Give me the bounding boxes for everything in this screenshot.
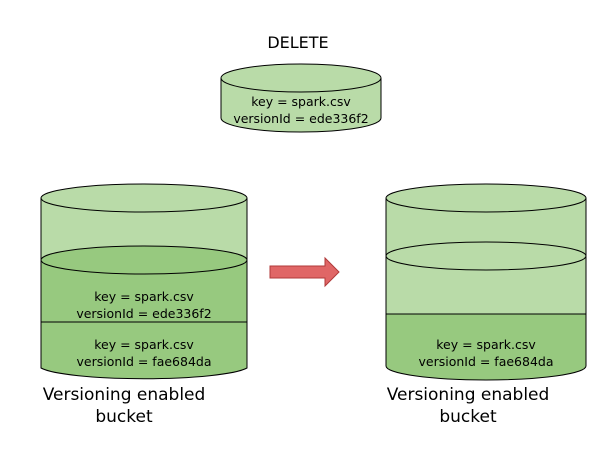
right-bucket: key = spark.csv versionId = fae684da Ver… bbox=[385, 183, 587, 427]
transition-arrow-icon bbox=[269, 256, 340, 288]
right-bucket-layer-bottom bbox=[385, 313, 587, 381]
delete-title: DELETE bbox=[267, 33, 328, 52]
delete-version-label: versionId = ede336f2 bbox=[233, 111, 368, 126]
left-object-1-key: key = spark.csv bbox=[94, 289, 194, 304]
left-bucket-caption-line1: Versioning enabled bbox=[43, 385, 206, 405]
delete-key-label: key = spark.csv bbox=[251, 94, 351, 109]
delete-marker-body bbox=[220, 78, 382, 133]
right-object-1-key: key = spark.csv bbox=[436, 337, 536, 352]
right-bucket-caption-line1: Versioning enabled bbox=[387, 385, 550, 405]
left-object-2-key: key = spark.csv bbox=[94, 337, 194, 352]
left-bucket-caption-line2: bucket bbox=[95, 407, 153, 427]
left-object-1-version: versionId = ede336f2 bbox=[76, 306, 211, 321]
left-bucket-layer-bottom bbox=[40, 321, 248, 380]
delete-marker-top bbox=[220, 63, 382, 93]
right-bucket-separator-1 bbox=[385, 241, 587, 271]
left-object-2-version: versionId = fae684da bbox=[76, 354, 211, 369]
left-bucket-separator-1 bbox=[40, 245, 248, 275]
right-object-1-version: versionId = fae684da bbox=[418, 354, 553, 369]
left-bucket: key = spark.csv versionId = ede336f2 key… bbox=[40, 183, 248, 427]
right-bucket-lid bbox=[385, 183, 587, 213]
left-bucket-lid bbox=[40, 183, 248, 213]
right-bucket-caption-line2: bucket bbox=[439, 407, 497, 427]
delete-marker-cylinder: key = spark.csv versionId = ede336f2 bbox=[220, 63, 382, 133]
